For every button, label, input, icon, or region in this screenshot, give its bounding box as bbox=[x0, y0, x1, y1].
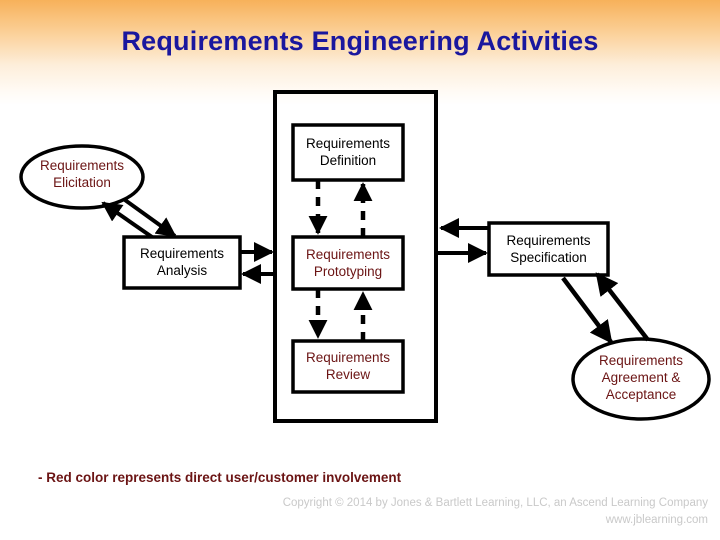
legend-note: - Red color represents direct user/custo… bbox=[38, 470, 402, 485]
node-label-definition: Requirements Definition bbox=[305, 136, 391, 168]
node-label-prototyping: Requirements Prototyping bbox=[305, 247, 391, 279]
node-shape-analysis[interactable] bbox=[122, 235, 242, 290]
connector-analysis-to-elicitation bbox=[101, 201, 154, 239]
node-shape-elicitation[interactable] bbox=[19, 144, 145, 210]
page-title: Requirements Engineering Activities bbox=[121, 26, 599, 56]
node-label-agreement: Requirements Agreement & Acceptance bbox=[598, 353, 684, 402]
node-label-elicitation: Requirements Elicitation bbox=[39, 158, 125, 190]
node-label-specification: Requirements Specification bbox=[506, 233, 591, 265]
connector-specification-to-agreement bbox=[561, 276, 613, 344]
definition-container-box bbox=[273, 90, 438, 423]
node-shape-definition[interactable] bbox=[291, 123, 405, 182]
connector-elicitation-to-analysis bbox=[123, 198, 177, 238]
node-shape-prototyping[interactable] bbox=[291, 235, 405, 291]
copyright-text: Copyright © 2014 by Jones & Bartlett Lea… bbox=[282, 497, 708, 509]
node-label-analysis: Requirements Analysis bbox=[139, 246, 225, 278]
website-text: www.jblearning.com bbox=[605, 514, 708, 526]
header-gradient-band bbox=[0, 0, 720, 105]
node-shape-agreement[interactable] bbox=[571, 337, 711, 421]
node-shape-specification[interactable] bbox=[487, 221, 610, 277]
node-shape-review[interactable] bbox=[291, 339, 405, 394]
connector-agreement-to-specification bbox=[595, 272, 650, 342]
node-label-review: Requirements Review bbox=[305, 350, 391, 382]
